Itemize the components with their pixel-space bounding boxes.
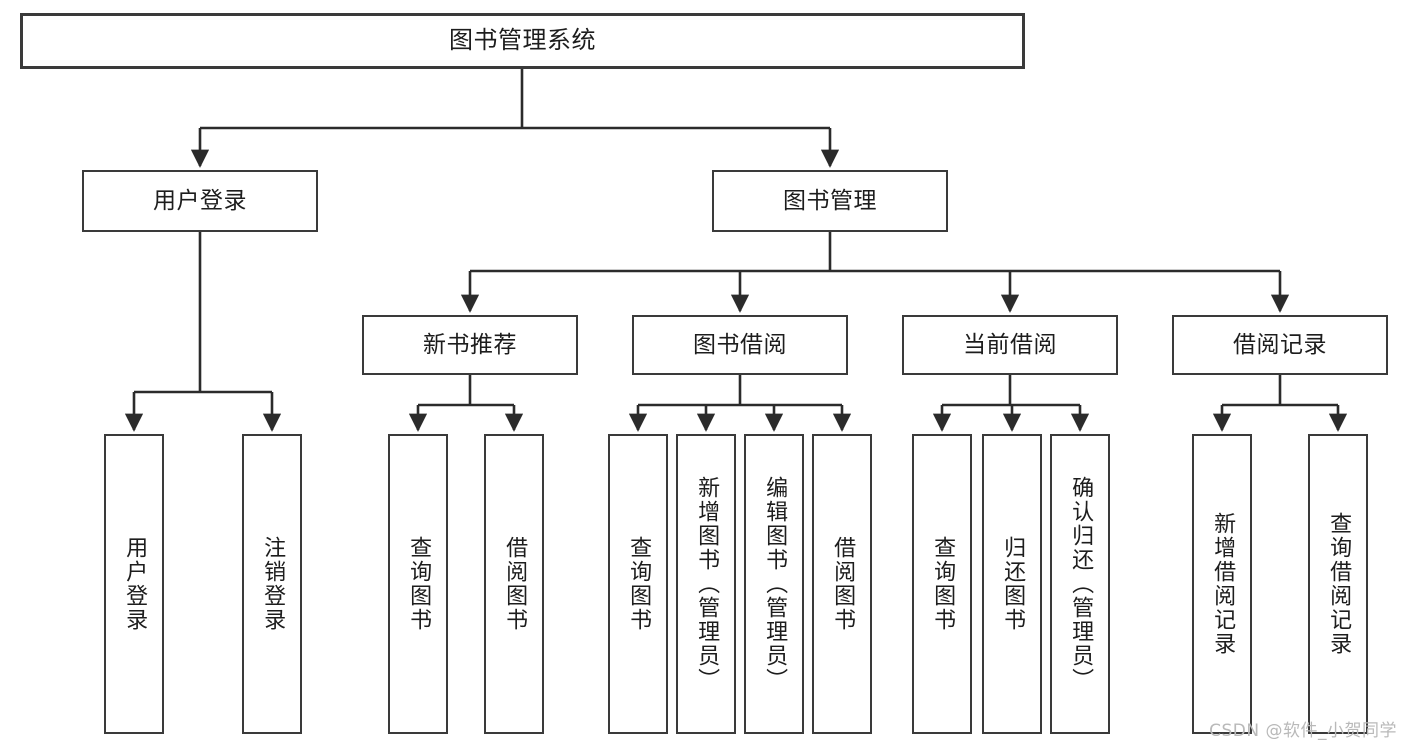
node-leaf-query-book-2[interactable]: 查询图书 (608, 434, 668, 734)
node-borrow-record-label: 借阅记录 (1233, 331, 1327, 358)
node-leaf-query-book-1[interactable]: 查询图书 (388, 434, 448, 734)
node-new-book-recommend-label: 新书推荐 (423, 331, 517, 358)
node-leaf-add-record[interactable]: 新增借阅记录 (1192, 434, 1252, 734)
node-leaf-borrow-book-2[interactable]: 借阅图书 (812, 434, 872, 734)
node-leaf-add-record-label: 新增借阅记录 (1210, 512, 1236, 656)
node-leaf-query-record[interactable]: 查询借阅记录 (1308, 434, 1368, 734)
node-leaf-query-book-1-label: 查询图书 (406, 536, 432, 632)
node-root-label: 图书管理系统 (449, 26, 596, 55)
watermark-text: CSDN @软件_小贺同学 (1209, 721, 1397, 741)
node-root[interactable]: 图书管理系统 (20, 13, 1025, 69)
node-leaf-return-book[interactable]: 归还图书 (982, 434, 1042, 734)
node-leaf-edit-book-label: 编辑图书（管理员） (762, 476, 788, 692)
node-current-borrow[interactable]: 当前借阅 (902, 315, 1118, 375)
node-new-book-recommend[interactable]: 新书推荐 (362, 315, 578, 375)
node-leaf-query-record-label: 查询借阅记录 (1326, 512, 1352, 656)
node-leaf-user-logout[interactable]: 注销登录 (242, 434, 302, 734)
node-leaf-add-book[interactable]: 新增图书（管理员） (676, 434, 736, 734)
node-book-management-label: 图书管理 (783, 187, 877, 214)
node-user-login-label: 用户登录 (153, 187, 247, 214)
node-book-borrow[interactable]: 图书借阅 (632, 315, 848, 375)
node-leaf-add-book-label: 新增图书（管理员） (694, 476, 720, 692)
node-book-management[interactable]: 图书管理 (712, 170, 948, 232)
node-leaf-query-book-3[interactable]: 查询图书 (912, 434, 972, 734)
node-user-login[interactable]: 用户登录 (82, 170, 318, 232)
node-leaf-borrow-book-2-label: 借阅图书 (830, 536, 856, 632)
node-leaf-query-book-2-label: 查询图书 (626, 536, 652, 632)
node-leaf-return-book-label: 归还图书 (1000, 536, 1026, 632)
node-book-borrow-label: 图书借阅 (693, 331, 787, 358)
node-leaf-query-book-3-label: 查询图书 (930, 536, 956, 632)
node-leaf-borrow-book-1-label: 借阅图书 (502, 536, 528, 632)
node-leaf-user-login[interactable]: 用户登录 (104, 434, 164, 734)
node-leaf-confirm-return[interactable]: 确认归还（管理员） (1050, 434, 1110, 734)
node-leaf-edit-book[interactable]: 编辑图书（管理员） (744, 434, 804, 734)
node-leaf-confirm-return-label: 确认归还（管理员） (1068, 476, 1094, 692)
node-current-borrow-label: 当前借阅 (963, 331, 1057, 358)
node-leaf-user-login-label: 用户登录 (122, 536, 148, 632)
node-leaf-borrow-book-1[interactable]: 借阅图书 (484, 434, 544, 734)
node-borrow-record[interactable]: 借阅记录 (1172, 315, 1388, 375)
node-leaf-user-logout-label: 注销登录 (260, 536, 286, 632)
